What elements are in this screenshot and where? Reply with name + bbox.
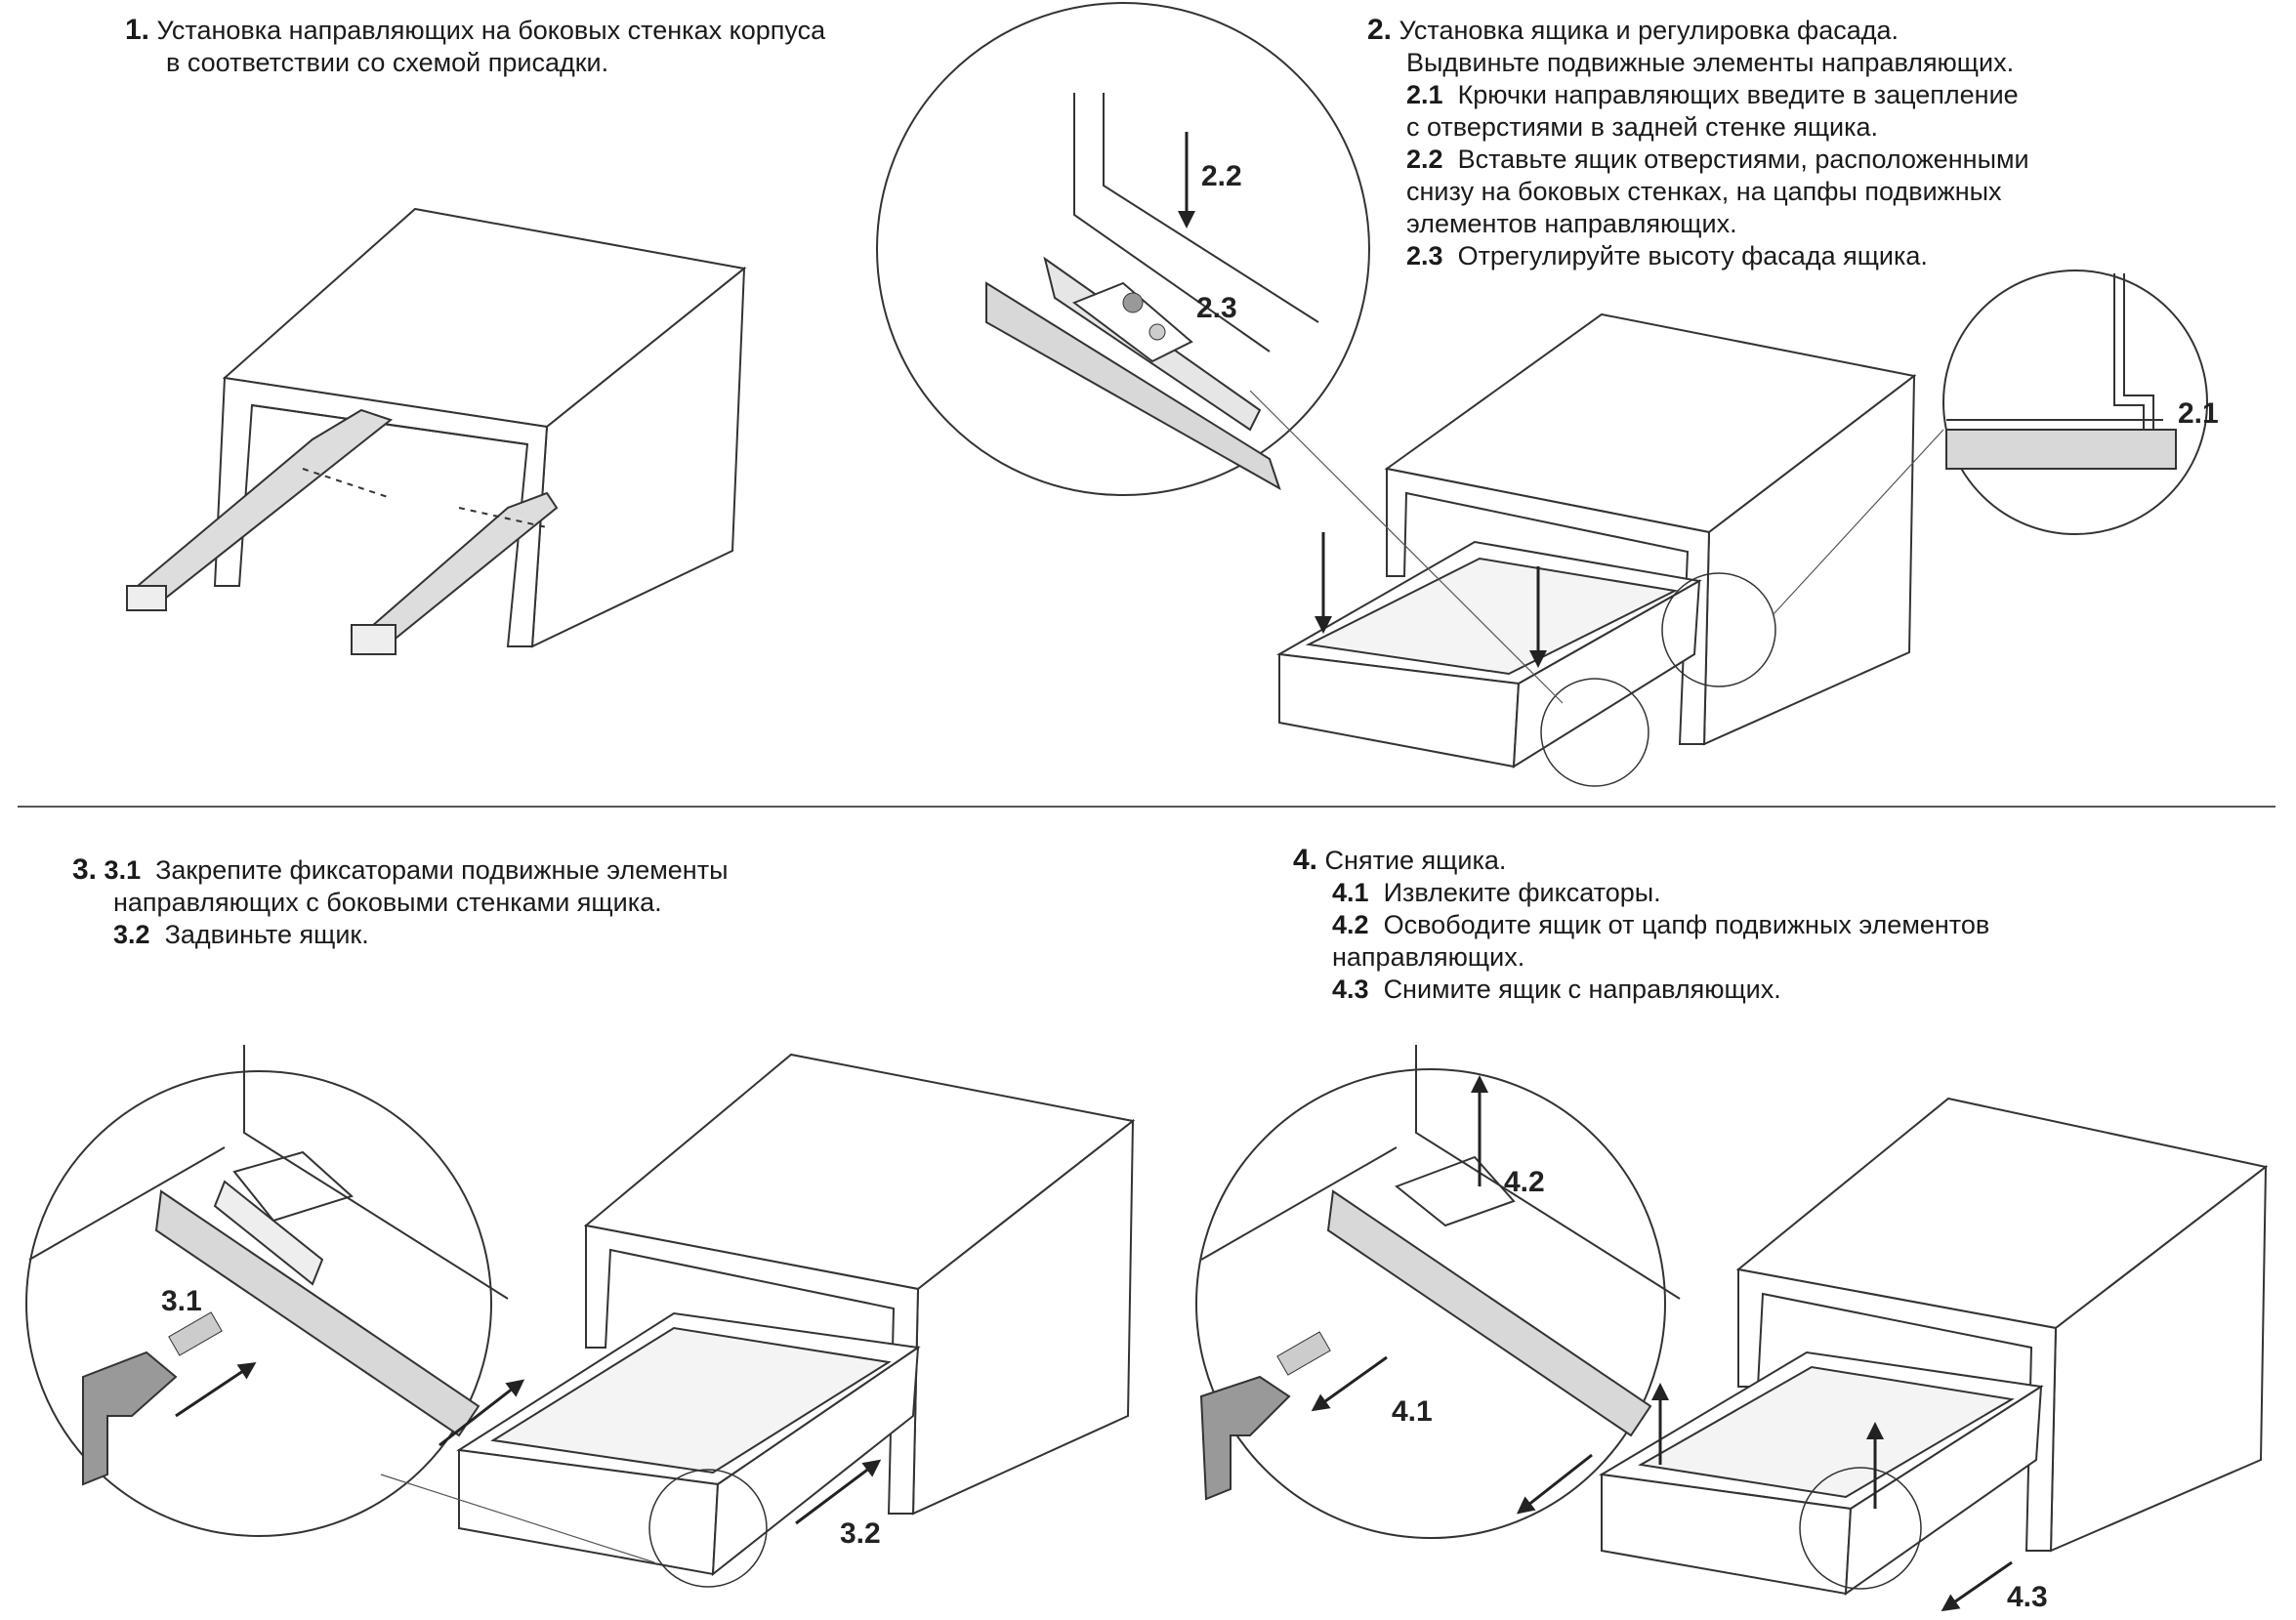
step4-1-num: 4.1 (1332, 878, 1369, 907)
arrow-4-3-out-left (1516, 1453, 1593, 1515)
step4-text: 4. Снятие ящика. 4.1 Извлеките фиксаторы… (1293, 844, 1989, 1006)
step3-1-line-2: направляющих с боковыми стенками ящика. (113, 888, 662, 917)
step3-2-line-1: Задвиньте ящик. (164, 920, 369, 949)
step3-cabinet (583, 1053, 1136, 1516)
arrow-3-2-lower (795, 1459, 882, 1525)
label-2-2: 2.2 (1201, 160, 1242, 192)
step2-1-line-2: с отверстиями в задней стенке ящика. (1406, 112, 1879, 142)
step1-number: 1. (125, 14, 150, 46)
step2-zoom-circle-2 (1661, 572, 1776, 687)
step2-text: 2. Установка ящика и регулировка фасада.… (1367, 14, 2029, 272)
step3-number: 3. (72, 853, 98, 886)
step4-number: 4. (1293, 844, 1318, 876)
step2-magnifier-right (1942, 270, 2208, 535)
step2-number: 2. (1367, 14, 1393, 46)
arrow-4-1 (1311, 1355, 1388, 1412)
step1-line-1: Установка направляющих на боковых стенка… (156, 16, 826, 45)
step2-2-num: 2.2 (1406, 145, 1443, 174)
step4-zoom-circle (1799, 1467, 1922, 1590)
label-4-1: 4.1 (1392, 1395, 1433, 1428)
arrow-3-1 (175, 1362, 257, 1418)
step1-cabinet (213, 207, 747, 648)
step2-line-2: Выдвиньте подвижные элементы направляющи… (1406, 48, 2015, 77)
label-3-1: 3.1 (161, 1285, 202, 1317)
zoom-leader-1 (1249, 390, 1564, 704)
step2-3-line-1: Отрегулируйте высоту фасада ящика. (1457, 241, 1928, 270)
step2-1-num: 2.1 (1406, 80, 1443, 109)
step3-1-num: 3.1 (104, 855, 142, 885)
step2-line-1: Установка ящика и регулировка фасада. (1398, 16, 1899, 45)
step3-text: 3. 3.1 Закрепите фиксаторами подвижные э… (72, 853, 729, 951)
step3-1-line-1: Закрепите фиксаторами подвижные элементы (155, 855, 729, 885)
step2-2-line-2: снизу на боковых стенках, на цапфы подви… (1406, 177, 2002, 206)
step2-drawer (1275, 540, 1702, 768)
step4-1-line-1: Извлеките фиксаторы. (1383, 878, 1661, 907)
step1-rails (126, 408, 559, 656)
step2-3-num: 2.3 (1406, 241, 1443, 270)
step4-cabinet (1735, 1097, 2269, 1553)
zoom-leader-3 (380, 1474, 655, 1563)
step1-text: 1. Установка направляющих на боковых сте… (125, 14, 825, 79)
arrow-4-3-out-right (1941, 1560, 2013, 1612)
step4-line-1: Снятие ящика. (1324, 846, 1507, 875)
step3-2-num: 3.2 (113, 920, 150, 949)
step4-magnifier (1195, 1045, 1681, 1539)
step2-magnifier-left (876, 2, 1370, 496)
step2-zoom-circle-1 (1540, 678, 1649, 787)
label-2-3: 2.3 (1196, 292, 1237, 324)
step4-2-line-2: направляющих. (1332, 942, 1525, 972)
step3-magnifier (25, 1045, 509, 1537)
step3-zoom-circle (648, 1469, 768, 1588)
step4-3-line-1: Снимите ящик с направляющих. (1383, 975, 1781, 1004)
step4-2-num: 4.2 (1332, 910, 1369, 939)
step2-2-line-3: элементов направляющих. (1406, 209, 1737, 238)
step2-1-line-1: Крючки направляющих введите в зацепление (1457, 80, 2019, 109)
step3-drawer (456, 1311, 921, 1577)
label-2-1: 2.1 (2178, 397, 2219, 430)
step1-screws (302, 468, 548, 528)
step2-cabinet (1384, 312, 1917, 746)
step2-2-line-1: Вставьте ящик отверстиями, расположенным… (1457, 145, 2029, 174)
label-4-2: 4.2 (1504, 1166, 1545, 1198)
label-4-3: 4.3 (2007, 1581, 2048, 1613)
label-3-2: 3.2 (840, 1517, 881, 1550)
step4-3-num: 4.3 (1332, 975, 1369, 1004)
zoom-leader-2 (1772, 429, 1944, 616)
arrow-3-2-upper (438, 1379, 525, 1447)
step4-drawer (1599, 1350, 2044, 1597)
step4-2-line-1: Освободите ящик от цапф подвижных элемен… (1383, 910, 1990, 939)
step1-line-2: в соответствии со схемой присадки. (166, 48, 609, 77)
